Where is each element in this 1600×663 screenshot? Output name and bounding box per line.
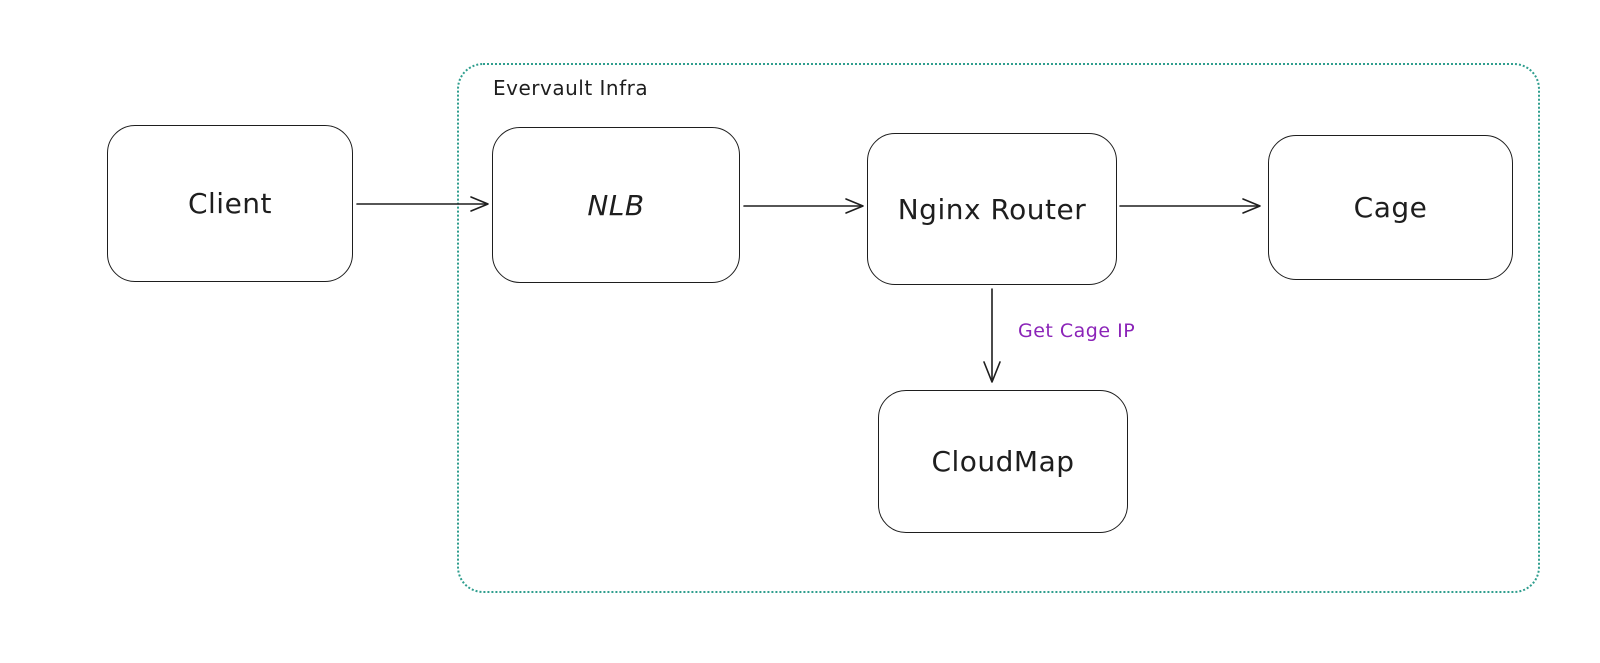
node-nlb-label: NLB (587, 188, 645, 222)
node-cage-label: Cage (1353, 191, 1428, 224)
node-cloudmap: CloudMap (878, 390, 1128, 533)
node-nlb: NLB (492, 127, 740, 283)
container-title: Evervault Infra (493, 76, 649, 100)
node-cage: Cage (1268, 135, 1513, 280)
node-cloudmap-label: CloudMap (931, 445, 1075, 478)
container-evervault-infra: Evervault Infra (457, 63, 1540, 593)
node-client-label: Client (187, 187, 273, 220)
node-nginx-router-label: Nginx Router (897, 192, 1087, 226)
edge-label-get-cage-ip: Get Cage IP (1018, 320, 1136, 342)
node-nginx-router: Nginx Router (867, 133, 1117, 285)
node-client: Client (107, 125, 353, 282)
